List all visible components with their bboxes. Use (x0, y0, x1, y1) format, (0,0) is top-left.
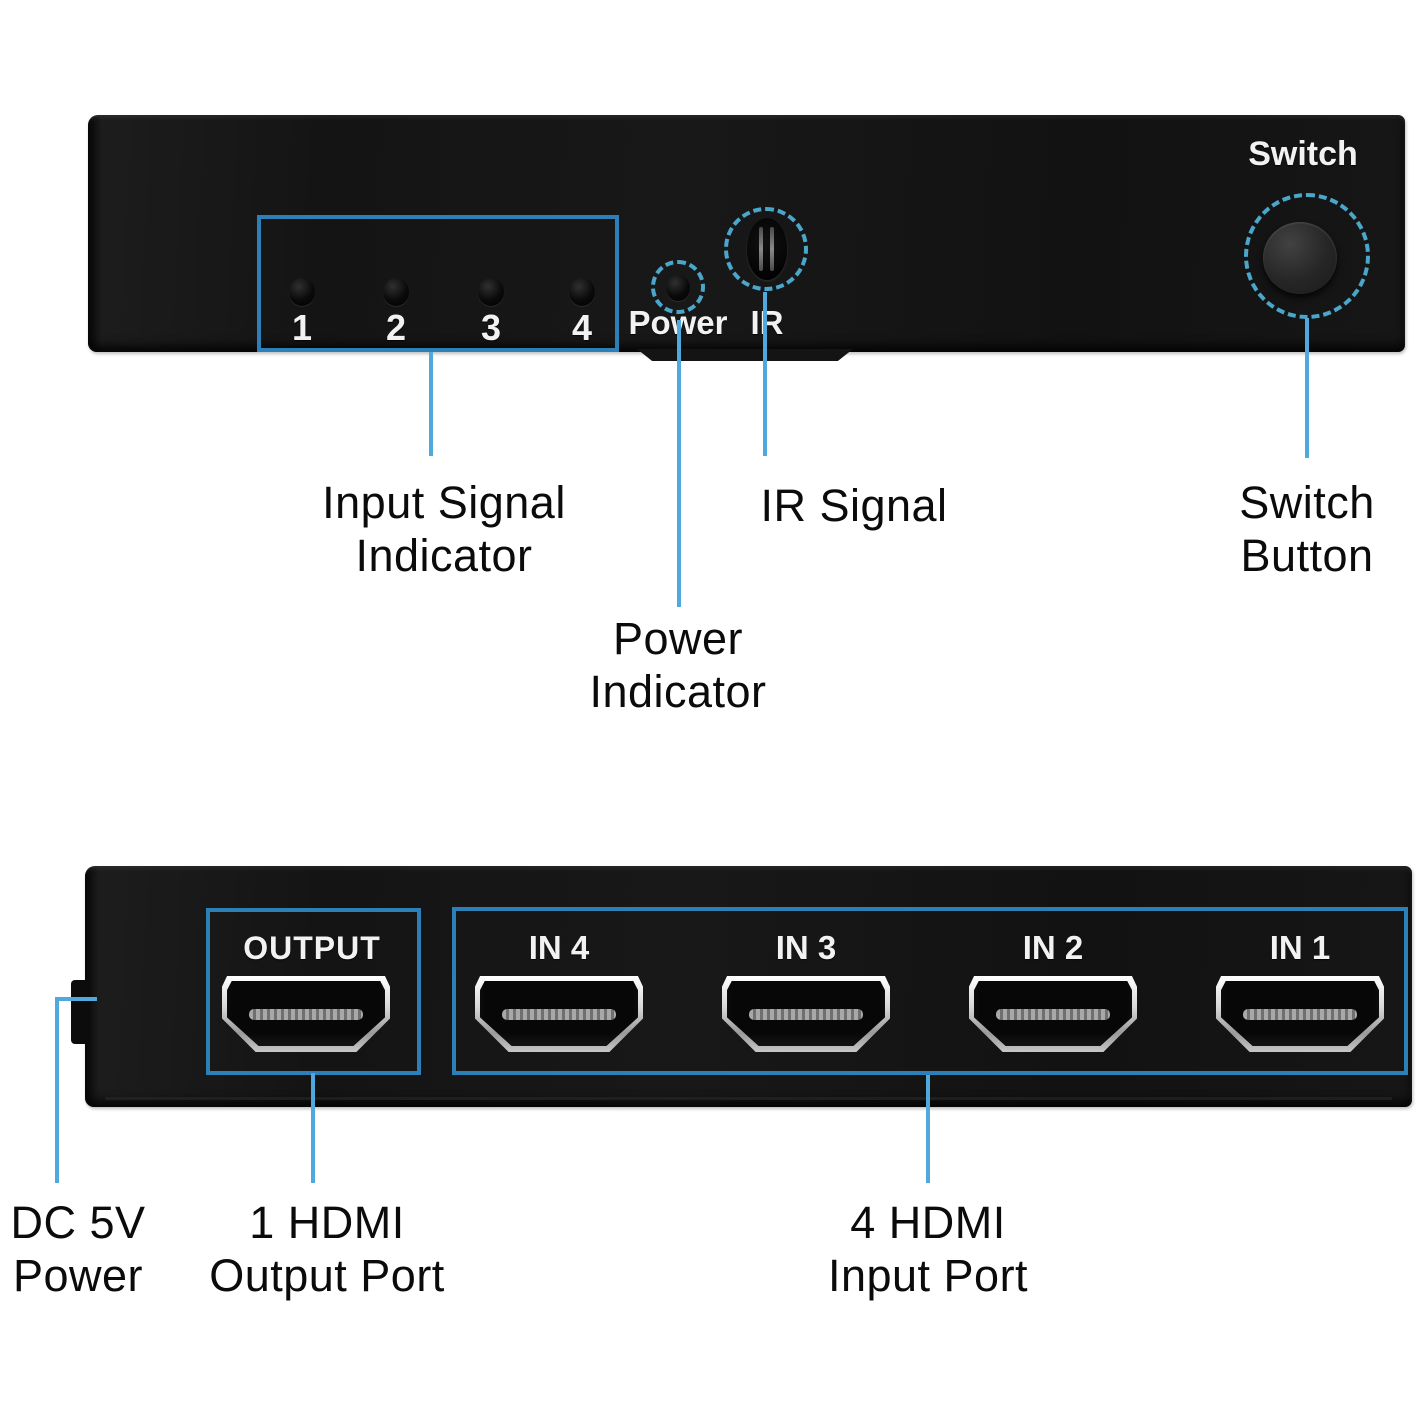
ir-window-ridge (759, 227, 763, 271)
ir-printed-label: IR (750, 304, 784, 341)
input-indicator-highlight-box (257, 215, 619, 352)
indicator-number-3: 3 (480, 307, 502, 348)
hdmi-pins (748, 1008, 864, 1020)
annotation-dc-power: DC 5V Power (0, 1196, 156, 1302)
switch-printed-label: Switch (1248, 135, 1358, 173)
in4-printed-label: IN 4 (528, 929, 590, 966)
switch-button-highlight-circle (1244, 193, 1370, 319)
input-led-2-icon (383, 278, 409, 306)
callout-line-switch-button (1305, 318, 1309, 458)
front-panel-device: Switch 1 2 3 4 Power IR (88, 115, 1405, 361)
indicator-number-1: 1 (291, 307, 313, 348)
annotation-line: Power (12, 1250, 144, 1301)
in1-printed-label: IN 1 (1269, 929, 1331, 966)
annotation-line: IR Signal (760, 480, 948, 531)
annotation-switch-button: Switch Button (1187, 476, 1421, 582)
switch-button-physical (1263, 222, 1337, 294)
dc-power-jack (71, 980, 89, 1044)
annotation-line: Switch (1239, 477, 1375, 528)
annotation-input-signal-indicator: Input Signal Indicator (244, 476, 644, 582)
hdmi-port-in-1 (1216, 976, 1384, 1052)
annotation-line: DC 5V (10, 1197, 146, 1248)
callout-line-output-port (311, 1073, 315, 1183)
callout-line-dc-power (55, 997, 59, 1183)
callout-line-dc-power-horizontal (55, 997, 97, 1001)
hdmi-port-output (222, 976, 390, 1052)
annotation-power-indicator: Power Indicator (528, 612, 828, 718)
callout-line-ir-signal (763, 292, 767, 456)
hdmi-pins (995, 1008, 1111, 1020)
annotation-output-port: 1 HDMI Output Port (177, 1196, 477, 1302)
annotation-line: Indicator (589, 666, 767, 717)
power-led-highlight-circle (651, 260, 705, 314)
hdmi-port-in-4 (475, 976, 643, 1052)
in2-printed-label: IN 2 (1022, 929, 1084, 966)
ir-window-ridge (770, 227, 774, 271)
input-led-4-icon (569, 278, 595, 306)
input-led-3-icon (478, 278, 504, 306)
annotation-line: 4 HDMI (850, 1197, 1006, 1248)
annotation-line: Input Port (827, 1250, 1029, 1301)
annotation-line: 1 HDMI (249, 1197, 405, 1248)
callout-line-power-indicator (677, 320, 681, 607)
power-led-icon (666, 275, 690, 301)
indicator-number-2: 2 (385, 307, 407, 348)
annotation-ir-signal: IR Signal (704, 479, 1004, 532)
input-ports-highlight-box (452, 907, 1408, 1075)
annotation-input-port: 4 HDMI Input Port (778, 1196, 1078, 1302)
callout-line-input-indicator (429, 352, 433, 456)
hdmi-pins (501, 1008, 617, 1020)
hdmi-port-in-3 (722, 976, 890, 1052)
hdmi-pins (248, 1008, 364, 1020)
hdmi-port-in-2 (969, 976, 1137, 1052)
annotation-line: Button (1240, 530, 1374, 581)
annotation-line: Power (612, 613, 744, 664)
in3-printed-label: IN 3 (775, 929, 837, 966)
rear-panel-device: OUTPUT IN 4 IN 3 IN 2 IN 1 (71, 866, 1412, 1107)
annotation-line: Indicator (355, 530, 533, 581)
annotation-line: Output Port (209, 1250, 445, 1301)
callout-line-input-port (926, 1075, 930, 1183)
output-printed-label: OUTPUT (243, 930, 381, 966)
annotation-line: Input Signal (322, 477, 566, 528)
indicator-number-4: 4 (571, 307, 593, 348)
input-led-1-icon (289, 278, 315, 306)
ir-receiver-highlight-circle (724, 207, 808, 291)
ir-receiver-icon (747, 218, 787, 280)
hdmi-pins (1242, 1008, 1358, 1020)
front-panel-bottom-tab (637, 349, 853, 361)
